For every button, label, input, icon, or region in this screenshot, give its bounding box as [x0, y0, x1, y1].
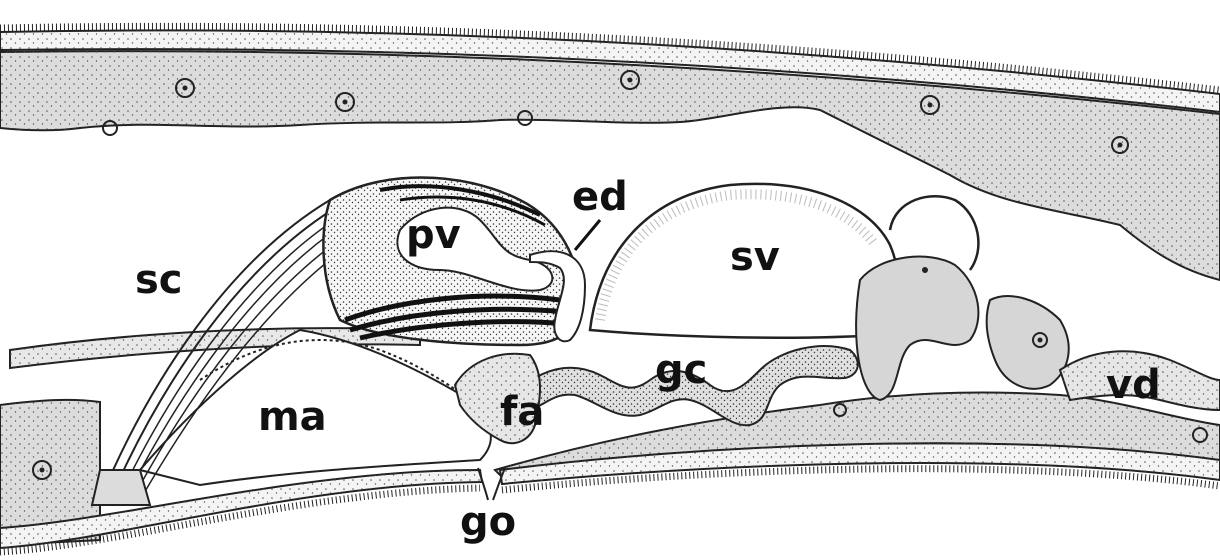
gland-mass-right	[987, 296, 1069, 389]
upper-body-wall	[0, 26, 1220, 280]
label-fa: fa	[500, 389, 544, 435]
label-sc: sc	[135, 257, 183, 303]
label-ed: ed	[572, 174, 628, 220]
label-pv: pv	[406, 212, 461, 258]
label-sv: sv	[730, 234, 780, 280]
label-ma: ma	[258, 394, 327, 440]
ed-pointer-line	[575, 220, 600, 250]
label-gc: gc	[655, 347, 707, 393]
label-go: go	[460, 499, 516, 545]
gland-mass	[856, 257, 978, 400]
label-vd: vd	[1106, 362, 1161, 408]
